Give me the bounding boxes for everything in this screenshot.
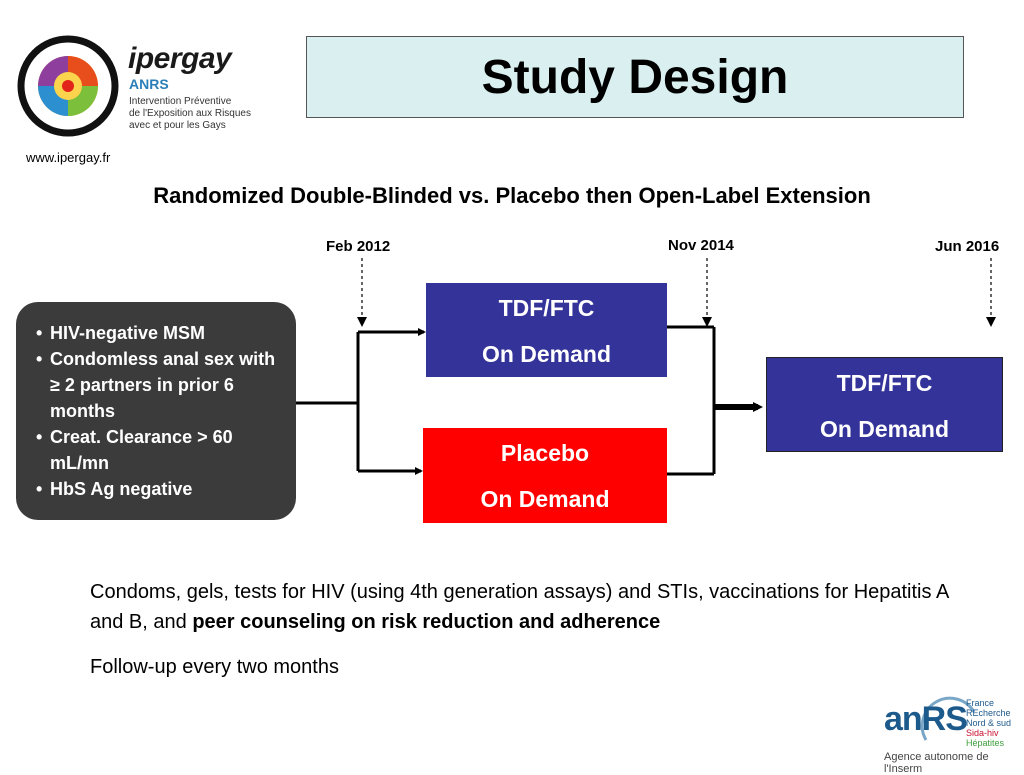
anrs-side-1: France (966, 698, 995, 708)
note-text-bold: peer counseling on risk reduction and ad… (192, 611, 661, 633)
logo-org: ANRS (129, 76, 169, 92)
date-switch: Nov 2014 (668, 237, 734, 254)
title-box: Study Design (306, 36, 964, 118)
note-item: Condoms, gels, tests for HIV (using 4th … (64, 577, 984, 637)
anrs-logo-wordmark: anRS (884, 700, 968, 738)
anrs-side-3: Nord & sud (966, 718, 1012, 728)
criterion-text: HbS Ag negative (50, 479, 193, 499)
open-label-box: TDF/FTC On Demand (766, 357, 1003, 452)
anrs-tagline: Agence autonome de l'Inserm (884, 751, 989, 775)
note-text: Condoms, gels, tests for HIV (using 4th … (90, 581, 949, 633)
note-text: Follow-up every two months (90, 656, 339, 678)
criterion-text: HIV-negative MSM (50, 323, 206, 343)
criterion-item: •HIV-negative MSM (36, 323, 206, 343)
website-url: www.ipergay.fr (26, 150, 111, 165)
anrs-swoosh-icon (920, 696, 976, 741)
logo-wordmark: ipergay (128, 42, 232, 75)
arm-placebo-box: Placebo On Demand (423, 428, 667, 523)
open-label-drug: TDF/FTC (836, 370, 933, 396)
criterion-text: Creat. Clearance > 60 mL/mn (50, 427, 233, 473)
notes-list: Condoms, gels, tests for HIV (using 4th … (64, 577, 984, 697)
logo-tagline-1: Intervention Préventive (129, 96, 232, 107)
page-title: Study Design (481, 50, 789, 104)
criterion-text: Condomless anal sex with ≥ 2 partners in… (50, 349, 276, 421)
arm-tdf-drug: TDF/FTC (498, 295, 595, 321)
logo-tagline-3: avec et pour les Gays (129, 120, 226, 131)
date-start: Feb 2012 (326, 238, 391, 255)
note-item: Follow-up every two months (64, 652, 984, 682)
logo-tagline-2: de l'Exposition aux Risques (129, 108, 251, 119)
anrs-side-5: Hépatites (966, 738, 1005, 748)
subtitle: Randomized Double-Blinded vs. Placebo th… (153, 183, 871, 208)
ipergay-logo-icon (17, 35, 119, 137)
criterion-item: •Creat. Clearance > 60 mL/mn (36, 427, 233, 473)
criterion-item: •Condomless anal sex with ≥ 2 partners i… (36, 349, 276, 421)
arm-placebo-regimen: On Demand (480, 486, 610, 512)
arm-placebo-drug: Placebo (500, 440, 590, 466)
open-label-regimen: On Demand (819, 416, 950, 442)
arm-tdf-ftc-box: TDF/FTC On Demand (426, 283, 667, 377)
anrs-side-4: Sida-hiv (966, 728, 999, 738)
anrs-side-2: REcherche (966, 708, 1011, 718)
arm-tdf-regimen: On Demand (481, 341, 612, 367)
criterion-item: •HbS Ag negative (36, 479, 193, 499)
inclusion-criteria-box: •HIV-negative MSM •Condomless anal sex w… (16, 302, 296, 520)
date-end: Jun 2016 (935, 238, 1000, 255)
